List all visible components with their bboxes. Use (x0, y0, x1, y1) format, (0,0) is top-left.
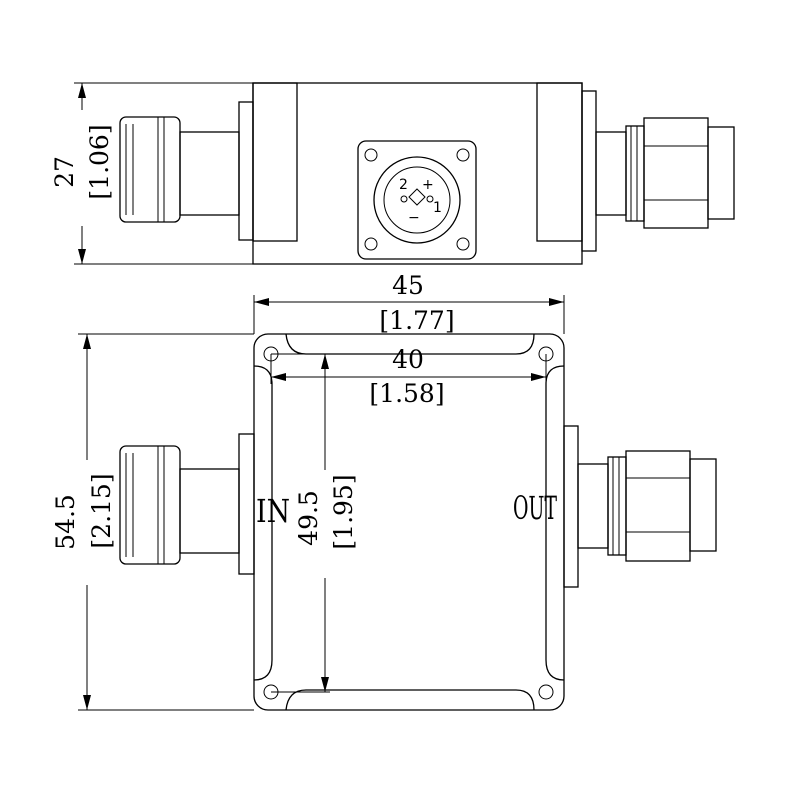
mount-hole (456, 148, 470, 162)
top-left-connector (119, 116, 240, 223)
dim-height-holes-mm: 49.5 (294, 490, 323, 546)
top-view-body (252, 82, 583, 265)
power-connector: 2 + 1 − (357, 140, 477, 260)
front-left-connector (119, 433, 255, 575)
mount-hole (364, 148, 378, 162)
top-right-connector (595, 117, 735, 229)
input-port-label: IN (256, 492, 290, 530)
power-connector-outer-ring (373, 156, 461, 244)
dim-width-holes-mm: 40 (392, 345, 424, 374)
pin-1-label: 1 (433, 200, 442, 216)
top-view-right-flange (581, 90, 597, 252)
dim-height-top-mm: 27 (50, 156, 79, 188)
pin-2-label: 2 (399, 177, 408, 193)
dimension-height-top: 27 [1.06] (50, 82, 253, 265)
pin-plus-label: + (422, 177, 434, 193)
mount-hole (364, 237, 378, 251)
front-view: IN OUT 45 [1.77] 40 [1.58] (51, 271, 717, 711)
top-view-right-wall (536, 82, 583, 242)
dim-width-overall-mm: 45 (392, 271, 424, 300)
dim-height-overall-in: [2.15] (87, 473, 116, 548)
front-view-cavity (253, 333, 565, 711)
mount-hole (456, 237, 470, 251)
power-connector-flange (357, 140, 477, 260)
dim-height-overall-mm: 54.5 (51, 494, 80, 550)
power-connector-inner-ring (383, 166, 451, 234)
dimension-height-holes: 49.5 [1.95] (271, 353, 358, 693)
corner-hole (538, 684, 554, 700)
pin-minus-label: − (408, 210, 420, 226)
top-view-left-wall (252, 82, 298, 242)
dimension-height-overall: 54.5 [2.15] (51, 333, 254, 711)
output-port-label: OUT (513, 489, 557, 527)
front-right-connector (563, 425, 717, 588)
top-view: 2 + 1 − 27 [1.06] (50, 82, 735, 265)
top-view-left-flange (238, 101, 254, 241)
dim-height-top-in: [1.06] (85, 124, 114, 199)
dim-width-holes-in: [1.58] (369, 379, 444, 408)
dim-height-holes-in: [1.95] (329, 474, 358, 549)
dim-width-overall-in: [1.77] (379, 306, 454, 335)
dimension-width-overall: 45 [1.77] (253, 271, 565, 335)
dimension-width-holes: 40 [1.58] (270, 345, 547, 408)
